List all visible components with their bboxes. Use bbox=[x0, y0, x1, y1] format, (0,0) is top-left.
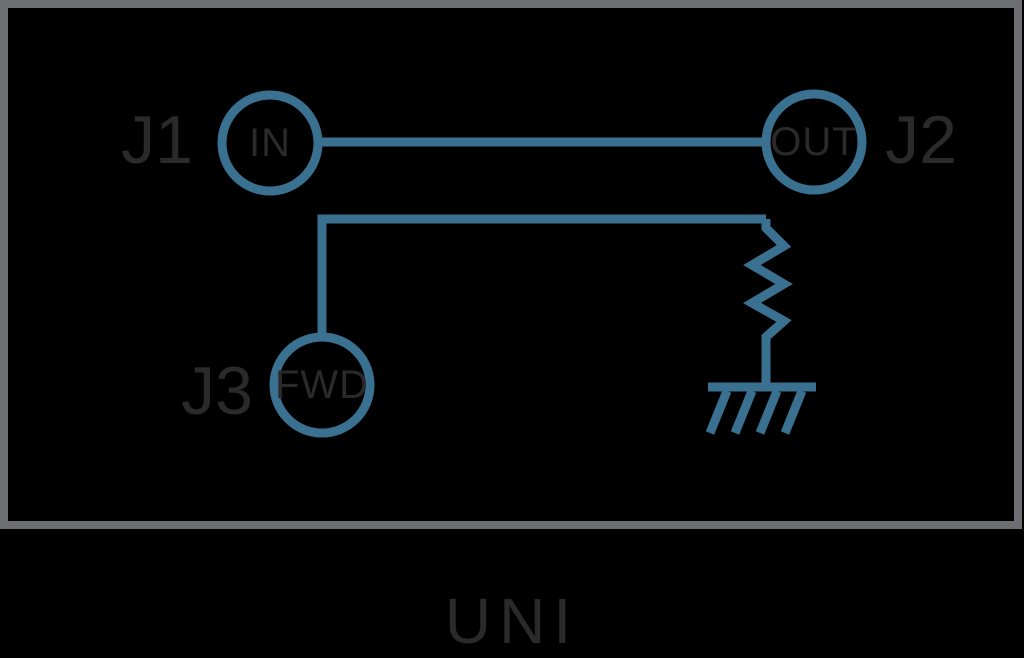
schematic-title: UNI bbox=[444, 585, 580, 657]
port-out-circle bbox=[761, 89, 867, 195]
port-fwd-circle bbox=[269, 332, 375, 438]
port-label-in: IN bbox=[249, 120, 291, 165]
resistor-symbol bbox=[743, 219, 793, 385]
ground-symbol bbox=[705, 382, 816, 435]
port-label-fwd: FWD bbox=[274, 362, 370, 407]
fwd-tap-trace bbox=[317, 214, 766, 337]
ground-hatch-4 bbox=[780, 389, 807, 435]
port-ref-j3: J3 bbox=[181, 353, 253, 429]
port-ref-j2: J2 bbox=[885, 102, 957, 178]
schematic-frame bbox=[0, 0, 1022, 529]
ground-hatch-2 bbox=[730, 389, 757, 435]
port-label-out: OUT bbox=[770, 119, 858, 164]
port-in-circle bbox=[217, 90, 323, 196]
ground-hatch-1 bbox=[705, 389, 732, 435]
ground-hatch-3 bbox=[755, 389, 782, 435]
port-ref-j1: J1 bbox=[121, 102, 193, 178]
